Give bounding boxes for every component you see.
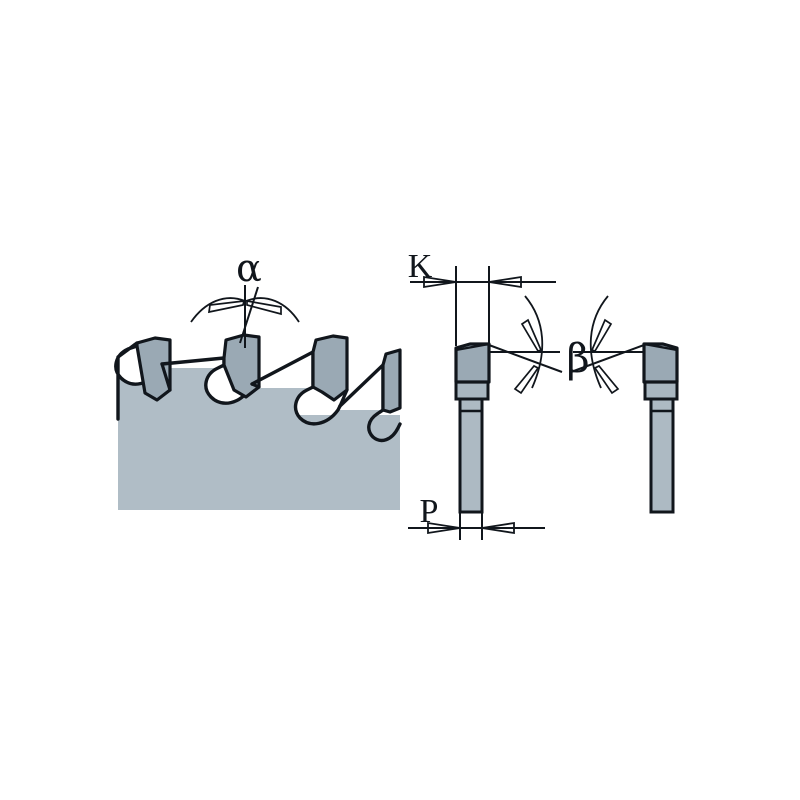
tooth-profile-4 — [338, 348, 402, 443]
beta-left-inclined-line — [488, 344, 563, 373]
k-arrowhead-left — [423, 275, 457, 289]
tooth-4-outline — [338, 363, 402, 443]
k-label: K — [408, 248, 433, 285]
beta-angle-right — [570, 295, 645, 395]
blade-plate-block — [118, 415, 400, 510]
beta-right-arrowhead-upper — [590, 318, 613, 353]
tooth-profile-view: α — [114, 246, 402, 510]
alpha-arrowhead-left — [207, 300, 246, 314]
tooth-2-outline — [160, 356, 254, 405]
tooth-profile-2 — [160, 333, 261, 405]
k-arrowhead-right — [488, 275, 522, 289]
left-tip-bevel-line — [455, 342, 490, 352]
section-tooth-left — [454, 342, 491, 514]
right-tooth-shank — [649, 396, 675, 514]
tooth-profile-1 — [114, 336, 172, 421]
p-arrowhead-right — [481, 521, 515, 535]
beta-left-arrowhead-upper — [520, 318, 543, 353]
right-tip-bevel-line — [643, 342, 678, 352]
right-tooth-carbide — [642, 342, 679, 384]
k-dimension: K — [408, 248, 556, 346]
carbide-tip-1 — [135, 336, 172, 402]
blade-body — [115, 343, 400, 510]
alpha-arrowhead-right — [246, 299, 282, 316]
carbide-tip-2 — [222, 333, 261, 399]
section-tooth-right — [642, 342, 679, 514]
kerf-section-view: K P β — [408, 248, 679, 540]
alpha-arc-left — [190, 297, 246, 323]
p-label: P — [420, 493, 439, 530]
tooth-1-face — [160, 362, 172, 392]
beta-left-arrowhead-lower — [513, 364, 540, 395]
alpha-arc-right — [245, 297, 300, 323]
beta-label: β — [566, 336, 589, 382]
beta-angle-left: β — [488, 295, 590, 395]
left-tooth-carbide — [454, 342, 491, 384]
alpha-angle-annotation: α — [190, 246, 300, 348]
beta-right-inclined-line — [570, 344, 645, 373]
carbide-tip-3 — [311, 334, 349, 402]
beta-right-arc — [589, 295, 609, 389]
carbide-tip-4 — [381, 348, 402, 414]
alpha-hook-line — [239, 286, 259, 344]
right-tooth-collar — [643, 380, 679, 401]
beta-left-arc — [524, 295, 544, 389]
tooth-3-outline — [250, 350, 342, 426]
left-tooth-shank — [458, 396, 484, 514]
left-tooth-collar — [454, 380, 490, 401]
alpha-label: α — [236, 246, 262, 290]
beta-right-arrowhead-lower — [593, 364, 620, 395]
p-arrowhead-left — [427, 521, 461, 535]
p-dimension: P — [408, 493, 545, 540]
